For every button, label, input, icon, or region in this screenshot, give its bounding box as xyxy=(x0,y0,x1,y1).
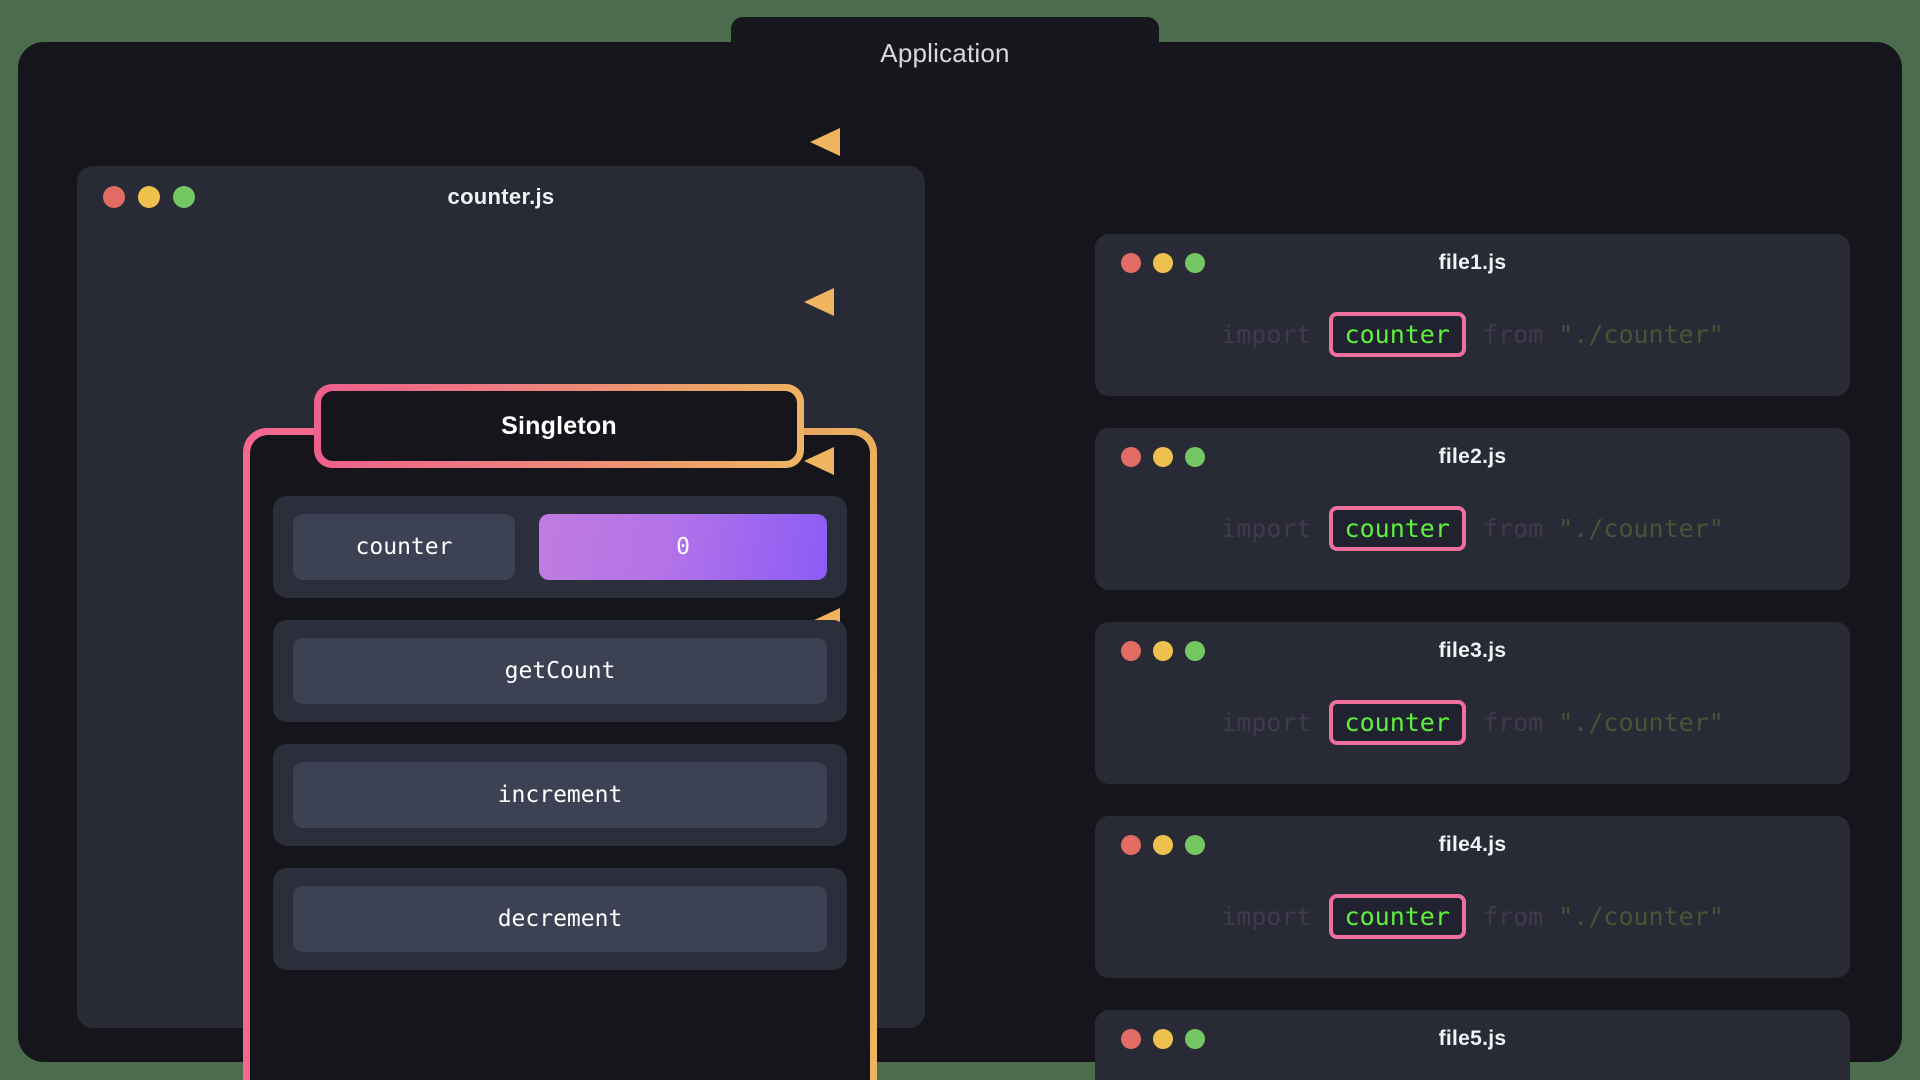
maximize-dot-icon[interactable] xyxy=(1185,1029,1205,1049)
minimize-dot-icon[interactable] xyxy=(1153,835,1173,855)
file4-title: file4.js xyxy=(1438,833,1507,856)
file5-titlebar: file5.js xyxy=(1095,1010,1850,1068)
counter-property-row: counter 0 xyxy=(293,514,827,580)
close-dot-icon[interactable] xyxy=(1121,835,1141,855)
file4-traffic-lights[interactable] xyxy=(1121,835,1205,855)
file-card: file2.js import counter from "./counter" xyxy=(1095,428,1850,590)
maximize-dot-icon[interactable] xyxy=(1185,447,1205,467)
file2-import-statement: import counter from "./counter" xyxy=(1095,500,1850,556)
from-keyword: from xyxy=(1482,901,1544,931)
singleton-header-inner: Singleton xyxy=(321,391,797,461)
application-title-tab: Application xyxy=(731,17,1159,89)
maximize-dot-icon[interactable] xyxy=(173,186,195,208)
file4-import-statement: import counter from "./counter" xyxy=(1095,888,1850,944)
singleton-members: counter 0 getCount increment xyxy=(273,496,847,970)
application-title-label: Application xyxy=(880,37,1010,68)
file2-titlebar: file2.js xyxy=(1095,428,1850,486)
import-binding-highlight[interactable]: counter xyxy=(1328,893,1466,939)
counter-window-titlebar: counter.js xyxy=(77,166,925,228)
singleton-header-badge: Singleton xyxy=(314,384,804,468)
minimize-dot-icon[interactable] xyxy=(1153,253,1173,273)
method-button-increment[interactable]: increment xyxy=(293,762,827,828)
module-path: "./counter" xyxy=(1558,513,1724,543)
file1-traffic-lights[interactable] xyxy=(1121,253,1205,273)
singleton-label: Singleton xyxy=(501,411,617,440)
counter-window-traffic-lights[interactable] xyxy=(103,186,195,208)
module-path: "./counter" xyxy=(1558,319,1724,349)
import-binding-highlight[interactable]: counter xyxy=(1328,311,1466,357)
method-label-getcount: getCount xyxy=(504,658,616,684)
import-binding-highlight[interactable]: counter xyxy=(1328,699,1466,745)
module-path: "./counter" xyxy=(1558,707,1724,737)
file2-traffic-lights[interactable] xyxy=(1121,447,1205,467)
file2-title: file2.js xyxy=(1438,445,1507,468)
minimize-dot-icon[interactable] xyxy=(1153,641,1173,661)
close-dot-icon[interactable] xyxy=(103,186,125,208)
from-keyword: from xyxy=(1482,707,1544,737)
close-dot-icon[interactable] xyxy=(1121,641,1141,661)
file1-title: file1.js xyxy=(1438,251,1507,274)
from-keyword: from xyxy=(1482,513,1544,543)
counter-js-window: counter.js Singleton counter 0 xyxy=(77,166,925,1080)
file4-titlebar: file4.js xyxy=(1095,816,1850,874)
import-keyword: import xyxy=(1221,707,1312,737)
counter-window-title: counter.js xyxy=(447,184,555,209)
maximize-dot-icon[interactable] xyxy=(1185,253,1205,273)
method-label-increment: increment xyxy=(497,782,623,808)
close-dot-icon[interactable] xyxy=(1121,1029,1141,1049)
file3-titlebar: file3.js xyxy=(1095,622,1850,680)
minimize-dot-icon[interactable] xyxy=(1153,1029,1173,1049)
method-button-decrement[interactable]: decrement xyxy=(293,886,827,952)
file5-title: file5.js xyxy=(1438,1027,1507,1050)
file-card: file4.js import counter from "./counter" xyxy=(1095,816,1850,978)
file3-traffic-lights[interactable] xyxy=(1121,641,1205,661)
maximize-dot-icon[interactable] xyxy=(1185,641,1205,661)
import-keyword: import xyxy=(1221,901,1312,931)
import-keyword: import xyxy=(1221,319,1312,349)
file-card: file1.js import counter from "./counter" xyxy=(1095,234,1850,396)
module-path: "./counter" xyxy=(1558,901,1724,931)
import-binding-highlight[interactable]: counter xyxy=(1328,505,1466,551)
method-panel-increment: increment xyxy=(273,744,847,846)
import-keyword: import xyxy=(1221,513,1312,543)
file-card: file3.js import counter from "./counter" xyxy=(1095,622,1850,784)
counter-property-value-chip[interactable]: 0 xyxy=(539,514,827,580)
file1-titlebar: file1.js xyxy=(1095,234,1850,292)
from-keyword: from xyxy=(1482,319,1544,349)
file3-title: file3.js xyxy=(1438,639,1507,662)
arrow-to-file1 xyxy=(810,128,1128,156)
file5-traffic-lights[interactable] xyxy=(1121,1029,1205,1049)
method-label-decrement: decrement xyxy=(497,906,623,932)
counter-property-value-label: 0 xyxy=(676,534,690,560)
minimize-dot-icon[interactable] xyxy=(1153,447,1173,467)
file3-import-statement: import counter from "./counter" xyxy=(1095,694,1850,750)
file-card: file5.js import counter from "./counter" xyxy=(1095,1010,1850,1080)
counter-property-panel: counter 0 xyxy=(273,496,847,598)
minimize-dot-icon[interactable] xyxy=(138,186,160,208)
file1-import-statement: import counter from "./counter" xyxy=(1095,306,1850,362)
counter-property-key-chip[interactable]: counter xyxy=(293,514,515,580)
method-button-getcount[interactable]: getCount xyxy=(293,638,827,704)
method-panel-getcount: getCount xyxy=(273,620,847,722)
method-panel-decrement: decrement xyxy=(273,868,847,970)
counter-property-key-label: counter xyxy=(355,534,453,560)
importing-files-list: file1.js import counter from "./counter"… xyxy=(1095,234,1850,1080)
close-dot-icon[interactable] xyxy=(1121,253,1141,273)
maximize-dot-icon[interactable] xyxy=(1185,835,1205,855)
close-dot-icon[interactable] xyxy=(1121,447,1141,467)
application-shell: counter.js Singleton counter 0 xyxy=(18,42,1902,1080)
